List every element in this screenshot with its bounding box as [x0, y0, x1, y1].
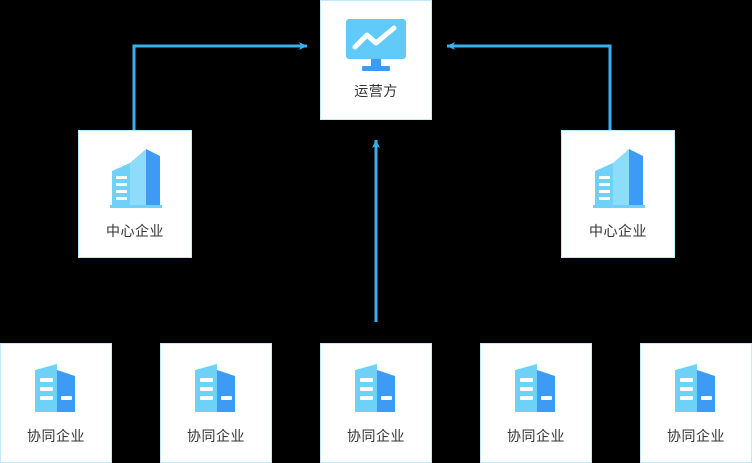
office-towers-icon — [585, 147, 651, 211]
office-towers-icon — [102, 147, 168, 211]
office-building-icon — [187, 360, 245, 416]
office-building-icon — [27, 360, 85, 416]
office-building-icon — [667, 360, 725, 416]
node-collaborative-enterprise-label: 协同企业 — [27, 429, 85, 445]
office-building-icon — [507, 360, 565, 416]
office-building-icon — [347, 360, 405, 416]
node-collaborative-enterprise[interactable]: 协同企业 — [320, 343, 432, 463]
node-center-enterprise-right-label: 中心企业 — [589, 224, 647, 240]
node-collaborative-enterprise[interactable]: 协同企业 — [640, 343, 752, 463]
node-collaborative-enterprise-label: 协同企业 — [667, 429, 725, 445]
node-center-enterprise-left-label: 中心企业 — [106, 224, 164, 240]
connector-center-right-to-operator — [446, 42, 612, 130]
node-operator-label: 运营方 — [354, 84, 398, 100]
node-collaborative-enterprise-label: 协同企业 — [187, 429, 245, 445]
node-collaborative-enterprise-label: 协同企业 — [507, 429, 565, 445]
node-collaborative-enterprise[interactable]: 协同企业 — [0, 343, 112, 463]
node-operator[interactable]: 运营方 — [320, 0, 432, 120]
node-center-enterprise-left[interactable]: 中心企业 — [78, 130, 192, 258]
node-collaborative-enterprise-label: 协同企业 — [347, 429, 405, 445]
monitor-chart-icon — [342, 19, 410, 73]
connector-center-left-to-operator — [132, 42, 308, 130]
node-collaborative-enterprise[interactable]: 协同企业 — [160, 343, 272, 463]
node-center-enterprise-right[interactable]: 中心企业 — [561, 130, 675, 258]
node-collaborative-enterprise[interactable]: 协同企业 — [480, 343, 592, 463]
